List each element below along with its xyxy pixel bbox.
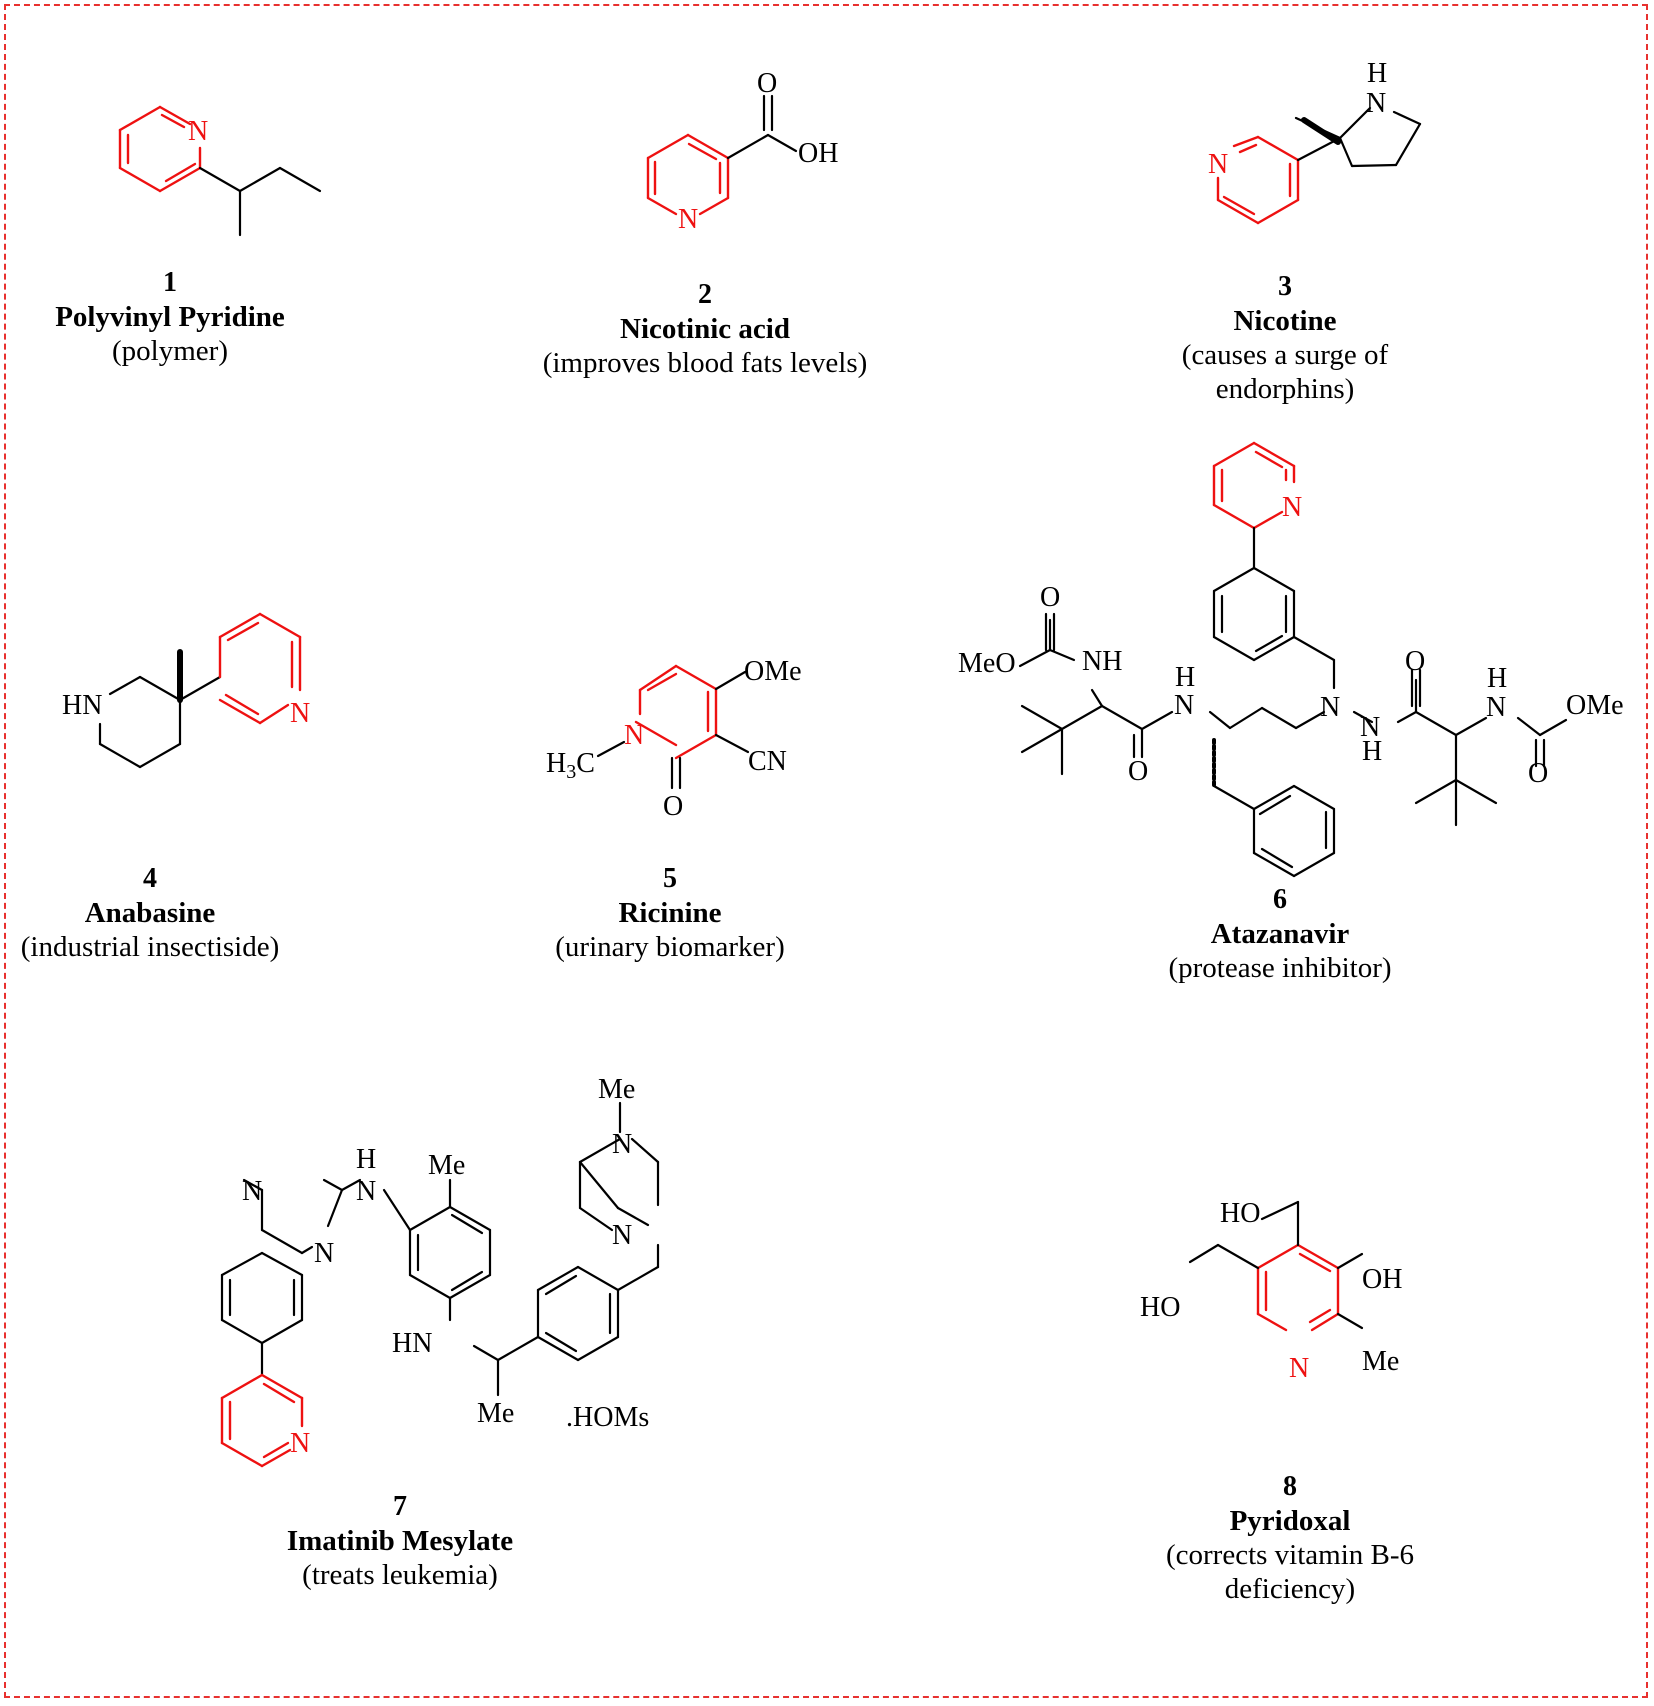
structure-8: N HO OH Me HO — [1140, 1198, 1402, 1384]
structure-5: N OMe CN O H3C — [546, 656, 802, 822]
amine-hn: HN — [392, 1328, 432, 1359]
caption-5: 5 Ricinine (urinary biomarker) — [500, 862, 840, 964]
caption-2: 2 Nicotinic acid (improves blood fats le… — [470, 278, 940, 380]
pyridine-ring-1 — [118, 105, 202, 193]
pyrrolidine-nitrogen: N — [1366, 88, 1386, 119]
compound-description: (causes a surge of — [1181, 339, 1389, 371]
pyrrolidine-hydrogen: H — [1367, 58, 1387, 89]
pyrimidine-n1: N — [242, 1176, 262, 1207]
compound-name: Polyvinyl Pyridine — [55, 301, 285, 333]
hydroxymethyl-top: HO — [1220, 1198, 1260, 1229]
structure-7: N N N H Me HN Me N N Me .HOMs — [220, 1074, 660, 1468]
compound-description: (treats leukemia) — [302, 1559, 498, 1591]
compound-name: Imatinib Mesylate — [286, 1525, 514, 1557]
compound-number: 4 — [143, 863, 157, 894]
compound-description-line2: endorphins) — [1215, 373, 1355, 405]
diagram-frame — [4, 4, 1648, 1698]
amide-oxygen-right: O — [1405, 646, 1425, 677]
nitrile-label: CN — [748, 746, 787, 777]
piperazine-n1: N — [612, 1220, 632, 1251]
methoxy-right: OMe — [1566, 690, 1624, 721]
compound-number: 6 — [1273, 884, 1287, 915]
structure-3: N N H — [1208, 58, 1422, 225]
compound-number: 3 — [1278, 271, 1292, 302]
pyridone-ring-5 — [634, 664, 718, 760]
carbonyl-oxygen: O — [757, 68, 777, 99]
structure-6: N — [958, 441, 1624, 878]
pyridine-ring-2 — [646, 133, 730, 216]
carbamate-n-right: N — [1486, 692, 1506, 723]
aryl-methyl: Me — [428, 1150, 465, 1181]
carbamate-nh-left: NH — [1082, 646, 1122, 677]
compound-description-line2: deficiency) — [1224, 1573, 1356, 1605]
compound-number: 2 — [698, 279, 712, 310]
pyridine-ring-7 — [220, 1373, 304, 1468]
hydrazine-h: H — [1362, 736, 1382, 767]
carbamate-oxygen-left: O — [1040, 582, 1060, 613]
compound-name: Nicotine — [1233, 305, 1337, 337]
pyridine-nitrogen-3: N — [1208, 149, 1228, 180]
pyrimidine-n3: N — [314, 1238, 334, 1269]
structure-4: HN N — [62, 612, 310, 769]
compound-number: 1 — [163, 267, 177, 298]
pyridine-nitrogen-4: N — [290, 698, 310, 729]
compound-number: 7 — [393, 1491, 407, 1522]
hydrazine-n1: N — [1320, 692, 1340, 723]
anilino-h: H — [356, 1144, 376, 1175]
compound-description: (corrects vitamin B-6 — [1165, 1539, 1415, 1571]
hydrazine-n2: N — [1360, 712, 1380, 743]
pyridine-ring-6 — [1212, 441, 1296, 530]
n-methyl-label: H3C — [546, 748, 595, 783]
pyridine-nitrogen-7: N — [290, 1428, 310, 1459]
piperazine-n4: N — [612, 1129, 632, 1160]
pyridone-oxygen: O — [663, 791, 683, 822]
hydroxyl-label: OH — [798, 138, 838, 169]
caption-8: 8 Pyridoxal (corrects vitamin B-6 defici… — [1130, 1470, 1450, 1606]
anilino-n: N — [356, 1176, 376, 1207]
caption-7: 7 Imatinib Mesylate (treats leukemia) — [250, 1490, 550, 1592]
pyridine-nitrogen-2: N — [678, 204, 698, 235]
caption-4: 4 Anabasine (industrial insectiside) — [0, 862, 300, 964]
ring-methyl: Me — [1362, 1346, 1399, 1377]
compound-name: Atazanavir — [1210, 918, 1350, 950]
ethyl-methyl: Me — [477, 1398, 514, 1429]
carbamate-h-right: H — [1487, 663, 1507, 694]
compound-description: (polymer) — [112, 335, 228, 367]
methoxy-label: OMe — [744, 656, 802, 687]
compound-description: (protease inhibitor) — [1168, 952, 1392, 984]
caption-6: 6 Atazanavir (protease inhibitor) — [1130, 883, 1430, 985]
compound-name: Ricinine — [618, 897, 722, 929]
pyridine-nitrogen-6: N — [1282, 492, 1302, 523]
compound-number: 5 — [663, 863, 677, 894]
piperazine-methyl: Me — [598, 1074, 635, 1105]
caption-1: 1 Polyvinyl Pyridine (polymer) — [20, 266, 320, 368]
piperidine-nh: HN — [62, 690, 102, 721]
amide-n-left: N — [1174, 690, 1194, 721]
mesylate-salt: .HOMs — [566, 1402, 649, 1433]
pyridine-ring-4 — [218, 612, 302, 725]
hydroxymethyl-left: HO — [1140, 1292, 1180, 1323]
pyridine-ring-3 — [1216, 135, 1300, 225]
pyridine-ring-8 — [1256, 1243, 1340, 1332]
ring-hydroxyl: OH — [1362, 1264, 1402, 1295]
amide-oxygen-left: O — [1128, 756, 1148, 787]
methoxy-left: MeO — [958, 648, 1016, 679]
structure-2: N O OH — [646, 68, 838, 235]
compound-description: (urinary biomarker) — [555, 931, 785, 963]
compound-number: 8 — [1283, 1471, 1297, 1502]
compound-name: Nicotinic acid — [620, 313, 790, 345]
caption-3: 3 Nicotine (causes a surge of endorphins… — [1110, 270, 1460, 406]
compound-name: Anabasine — [84, 897, 216, 929]
pyridone-nitrogen: N — [624, 720, 644, 751]
carbamate-oxygen-right: O — [1528, 758, 1548, 789]
pyridine-nitrogen-1: N — [188, 116, 208, 147]
pyridine-nitrogen-8: N — [1289, 1353, 1309, 1384]
compound-description: (industrial insectiside) — [20, 931, 280, 963]
compound-name: Pyridoxal — [1229, 1505, 1351, 1537]
compound-description: (improves blood fats levels) — [542, 347, 868, 379]
amide-h-left: H — [1175, 662, 1195, 693]
structure-1: N — [118, 105, 322, 237]
